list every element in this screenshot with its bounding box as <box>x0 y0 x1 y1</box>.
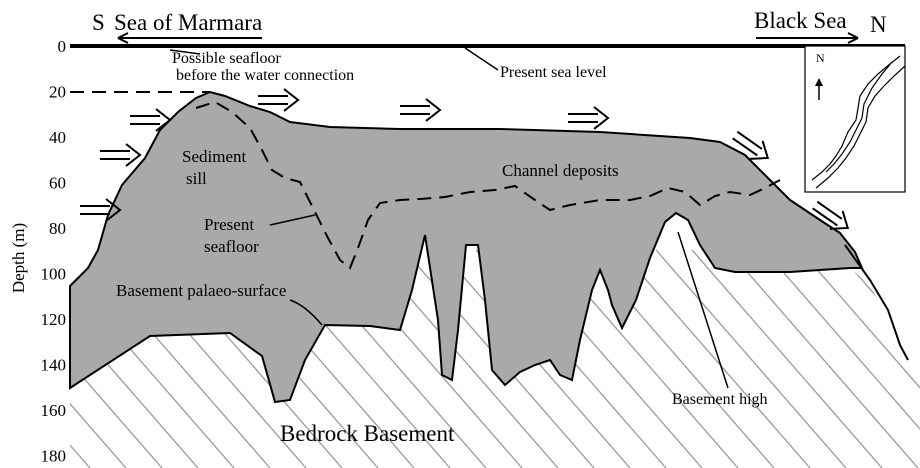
hatch-line <box>70 249 127 468</box>
y-axis-label: Depth (m) <box>9 223 28 293</box>
south-label: S <box>92 10 105 35</box>
flow-arrow-icon <box>400 98 442 122</box>
basement-palaeo-surface-label: Basement palaeo-surface <box>116 281 286 300</box>
inset-north-label: N <box>816 51 825 65</box>
hatch-line <box>871 249 920 468</box>
hatch-line <box>70 249 163 468</box>
possible-seafloor-leader <box>169 49 201 55</box>
marmara-arrow-head <box>117 32 129 44</box>
flow-arrow-icon <box>258 88 300 112</box>
y-tick-label: 60 <box>49 174 66 193</box>
north-label: N <box>870 12 887 37</box>
y-tick-label: 0 <box>58 37 67 56</box>
hatch-line <box>691 249 883 468</box>
flow-arrow-icon <box>100 143 142 167</box>
sediment-sill-label-line1: Sediment <box>182 147 246 166</box>
flow-arrow-icon <box>812 200 850 230</box>
black-sea-arrow-head <box>847 32 859 44</box>
water-flow-arrows <box>80 88 850 230</box>
hatch-line <box>799 249 920 468</box>
present-seafloor-leader <box>269 214 316 226</box>
present-seafloor-dashed-line <box>195 100 781 270</box>
y-tick-label: 160 <box>41 401 67 420</box>
hatch-line <box>727 249 919 468</box>
y-tick-label: 20 <box>49 83 66 102</box>
flow-arrow-icon <box>732 130 770 160</box>
possible-seafloor-label-line2: before the water connection <box>176 67 354 84</box>
basement-palaeo-leader <box>289 299 323 326</box>
y-tick-label: 100 <box>41 265 67 284</box>
present-seafloor-label-line1: Present <box>204 215 254 234</box>
flow-arrow-icon <box>130 108 172 132</box>
channel-deposits-label: Channel deposits <box>502 161 619 180</box>
right-slope-line <box>844 244 909 361</box>
sediment-body <box>69 90 864 404</box>
y-tick-label: 80 <box>49 219 66 238</box>
sea-of-marmara-label: Sea of Marmara <box>114 10 262 35</box>
hatch-line <box>619 249 811 468</box>
black-sea-label: Black Sea <box>754 8 847 33</box>
sediment-sill-label-line2: sill <box>186 169 207 188</box>
hatch-line <box>907 249 920 468</box>
y-tick-label: 180 <box>41 447 67 466</box>
bedrock-basement-label: Bedrock Basement <box>280 421 455 446</box>
flow-arrow-icon <box>568 106 610 130</box>
y-tick-label: 40 <box>49 128 66 147</box>
present-seafloor-label-line2: seafloor <box>204 237 259 256</box>
basement-high-label: Basement high <box>672 391 768 408</box>
hatch-line <box>655 249 847 468</box>
y-axis-ticks: 0 20 40 60 80 100 120 140 160 180 <box>41 37 67 466</box>
present-sea-level-label: Present sea level <box>500 64 607 81</box>
inset-map: N <box>804 45 906 193</box>
flow-arrow-icon <box>80 198 122 222</box>
basement-high-leader <box>677 231 729 389</box>
inset-strait-outline <box>811 55 906 189</box>
hatch-line <box>763 249 920 468</box>
hatch-line <box>835 249 920 468</box>
y-tick-label: 120 <box>41 310 67 329</box>
y-tick-label: 140 <box>41 356 67 375</box>
present-sea-level-leader <box>464 47 499 71</box>
